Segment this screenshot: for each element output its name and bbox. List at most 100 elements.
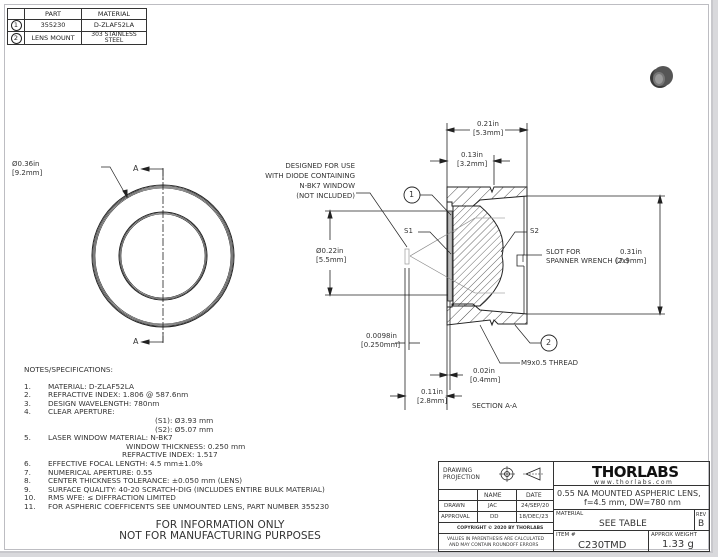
wd-in: 0.11in [421, 388, 443, 396]
note-item: 10.RMS WFE: ≤ DIFFRACTION LIMITED [24, 494, 329, 503]
front-dia-mm: [9.2mm] [12, 169, 43, 177]
drawn-label: DRAWN [444, 503, 465, 509]
note-item: 6.EFFECTIVE FOCAL LENGTH: 4.5 mm±1.0% [24, 458, 329, 469]
approval-name-cell [477, 512, 517, 522]
front-view [91, 166, 235, 345]
note-text: CENTER THICKNESS TOLERANCE: ±0.050 mm (L… [48, 476, 243, 486]
window-thk-mm: [0.250mm] [361, 341, 401, 349]
note-text: DESIGN WAVELENGTH: 780nm [48, 398, 160, 408]
material-label: MATERIAL [556, 511, 584, 517]
note-item: 3. DESIGN WAVELENGTH: 780nm [24, 398, 329, 409]
slot-label-1: SLOT FOR [546, 248, 581, 256]
description-cell: 0.55 NA MOUNTED ASPHERIC LENS, f=4.5 mm,… [554, 485, 709, 510]
date-header: DATE [526, 492, 542, 499]
note-number: 4. [24, 407, 31, 417]
balloon-2: 2 [546, 338, 552, 347]
window-callout: DESIGNED FOR USE WITH DIODE CONTAINING N… [260, 161, 355, 201]
slot-label-2: SPANNER WRENCH (2x) [546, 257, 629, 265]
balloon: 2 [10, 32, 22, 44]
item-number-cell: ITEM # C230TMD [554, 531, 649, 551]
s1-label: S1 [404, 227, 413, 235]
window-thk-in: 0.0098in [366, 332, 397, 340]
note-number: 8. [24, 476, 31, 486]
outer-dia-mm: [7.9mm] [616, 257, 647, 265]
clear-dia-in: Ø0.22in [316, 247, 344, 255]
rev-cell: REV B [695, 510, 709, 531]
note-number: 6. [24, 458, 31, 468]
title-block: DRAWING PROJECTION NAME DATE DRAWN JAC 2… [438, 461, 710, 552]
rev-label: REV [696, 512, 707, 518]
drawn-name-cell [477, 501, 517, 511]
weight-value: 1.33 g [662, 539, 694, 550]
notes-section: NOTES/SPECIFICATIONS: 1. MATERIAL: D-ZLAF… [24, 365, 330, 512]
note-text: RMS WFE: ≤ DIFFRACTION LIMITED [48, 493, 176, 503]
overall-length-mm: [5.3mm] [473, 129, 504, 137]
logo-cell: THORLABS www.thorlabs.com [554, 462, 709, 486]
values-note-cell: VALUES IN PARENTHESIS ARE CALCULATED AND… [439, 534, 554, 551]
header-row: NAME DATE [439, 490, 554, 501]
note-item: 5. LASER WINDOW MATERIAL: N-BK7 [24, 434, 329, 443]
balloon-1: 1 [409, 190, 415, 199]
section-view [325, 123, 665, 410]
website: www.thorlabs.com [594, 479, 674, 486]
item-value: C230TMD [578, 540, 627, 551]
overall-length-in: 0.21in [477, 120, 499, 128]
note-item: REFRACTIVE INDEX: 1.517 [24, 451, 329, 460]
callout-line: DESIGNED FOR USE [285, 162, 355, 170]
front-dia-in: Ø0.36in [12, 160, 40, 168]
note-text: FOR ASPHERIC COEFFICENTS SEE UNMOUNTED L… [48, 501, 330, 511]
note-number: 2. [24, 390, 31, 400]
projection-symbol-icon [499, 466, 543, 482]
note-text: WINDOW THICKNESS: 0.250 mm [126, 441, 246, 451]
note-item: 8. CENTER THICKNESS TOLERANCE: ±0.050 mm … [24, 477, 329, 486]
note-text: REFRACTIVE INDEX: 1.517 [122, 450, 218, 460]
thread-label: M9x0.5 THREAD [521, 359, 578, 367]
gap-in: 0.02in [473, 367, 495, 375]
drawn-date: 24/SEP/20 [521, 503, 549, 509]
notes-list: 1. MATERIAL: D-ZLAF52LA 2. REFRACTIVE INDEX… [24, 381, 330, 512]
material-cell: MATERIAL SEE TABLE [554, 510, 695, 531]
copyright-row: COPYRIGHT © 2020 BY THORLABS [439, 523, 554, 534]
note-item: 9.SURFACE QUALITY: 40-20 SCRATCH-DIG (IN… [24, 484, 329, 495]
drawn-name: JAC [488, 503, 498, 509]
note-number: 7. [24, 467, 31, 477]
note-number: 9. [24, 484, 31, 494]
callout-line: WITH DIODE CONTAINING [265, 172, 355, 180]
gap-mm: [0.4mm] [470, 376, 501, 384]
description-line-1: 0.55 NA MOUNTED ASPHERIC LENS, [557, 489, 701, 498]
note-item: 1. MATERIAL: D-ZLAF52LA [24, 381, 329, 392]
note-item: WINDOW THICKNESS: 0.250 mm [24, 441, 329, 452]
clear-dia-mm: [5.5mm] [316, 256, 347, 264]
material-value: SEE TABLE [599, 519, 647, 529]
note-number: 1. [24, 381, 31, 391]
product-thumbnail [650, 66, 673, 88]
wd-mm: [2.8mm] [417, 397, 448, 405]
note-text: MATERIAL: D-ZLAF52LA [48, 381, 135, 391]
note-text: LASER WINDOW MATERIAL: N-BK7 [48, 433, 173, 443]
disclaimer: FOR INFORMATION ONLY NOT FOR MANUFACTURI… [105, 520, 335, 542]
name-header: NAME [484, 492, 502, 499]
projection-cell: DRAWING PROJECTION [439, 462, 554, 490]
note-number: 3. [24, 398, 31, 408]
note-item: (S1): Ø3.93 mm [24, 415, 329, 426]
section-title: SECTION A-A [472, 402, 517, 410]
rev-value: B [698, 519, 705, 529]
thread-length-mm: [3.2mm] [457, 160, 488, 168]
name-header-cell [477, 490, 517, 500]
notes-title: NOTES/SPECIFICATIONS: [24, 365, 114, 374]
material-cell: 303 STAINLESS STEEL [81, 31, 147, 45]
parts-table: PART MATERIAL 1 355230 D-ZLAF52LA 2 LENS… [7, 8, 147, 45]
weight-cell: APPROX WEIGHT 1.33 g [649, 531, 709, 551]
callout-line: N-BK7 WINDOW [299, 182, 355, 190]
note-text: (S2): Ø5.07 mm [155, 424, 214, 434]
note-text: REFRACTIVE INDEX: 1.806 @ 587.6nm [48, 390, 189, 400]
values-note-1: VALUES IN PARENTHESIS ARE CALCULATED [447, 537, 545, 542]
copyright: COPYRIGHT © 2020 BY THORLABS [457, 526, 544, 531]
item-label: ITEM # [556, 532, 576, 538]
section-label-top: A [133, 164, 139, 173]
table-row: 2 LENS MOUNT 303 STAINLESS STEEL [7, 31, 147, 45]
outer-dia-in: 0.31in [620, 248, 642, 256]
note-number: 5. [24, 433, 31, 443]
note-text: (S1): Ø3.93 mm [155, 415, 214, 425]
description-line-2: f=4.5 mm, DW=780 nm [584, 498, 681, 507]
